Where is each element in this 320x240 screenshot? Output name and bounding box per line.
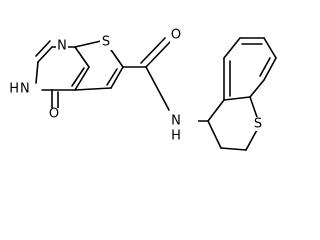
- label-mask: [168, 114, 198, 128]
- bond: [223, 37, 241, 59]
- amide-oxygen-label: O: [171, 28, 181, 43]
- bond: [74, 66, 90, 91]
- label-mask: [56, 40, 68, 54]
- bonds: [35, 37, 277, 151]
- bond: [145, 66, 170, 111]
- bond: [140, 37, 166, 64]
- ring-nh-nitrogen-label: N: [20, 82, 30, 97]
- bond: [37, 46, 53, 63]
- bond: [74, 87, 112, 91]
- bond: [223, 96, 251, 101]
- bond: [35, 61, 39, 84]
- label-mask: [48, 108, 60, 122]
- atom-labels: N H N O S O N H S: [4, 28, 264, 144]
- amide-nitrogen-label: N: [171, 114, 181, 129]
- ring-nh-hydrogen-label: H: [9, 82, 19, 97]
- bond: [207, 120, 222, 149]
- label-mask: [4, 82, 34, 96]
- amide-hydrogen-label: H: [171, 129, 181, 144]
- bond: [74, 46, 90, 68]
- ring-nitrogen-label: N: [57, 39, 67, 54]
- ring-carbonyl-oxygen-label: O: [49, 107, 59, 122]
- label-mask: [100, 36, 112, 50]
- bond: [71, 67, 85, 87]
- bond: [259, 57, 271, 77]
- bond: [263, 37, 277, 59]
- label-mask: [252, 117, 264, 131]
- bond: [249, 79, 265, 98]
- bond: [108, 46, 124, 68]
- bond: [220, 147, 247, 151]
- thiochromane-sulfur-label: S: [254, 117, 262, 132]
- bond: [249, 96, 259, 121]
- bond: [35, 40, 51, 57]
- bond: [207, 99, 225, 122]
- molecule-structure: N H N O S O N H S: [4, 27, 277, 151]
- thiophene-sulfur-label: S: [102, 35, 110, 50]
- label-mask: [170, 29, 182, 43]
- bond: [74, 40, 102, 48]
- bond: [263, 57, 277, 81]
- bond: [145, 41, 171, 68]
- bond: [106, 68, 118, 86]
- bond: [245, 127, 259, 151]
- bond: [110, 66, 124, 89]
